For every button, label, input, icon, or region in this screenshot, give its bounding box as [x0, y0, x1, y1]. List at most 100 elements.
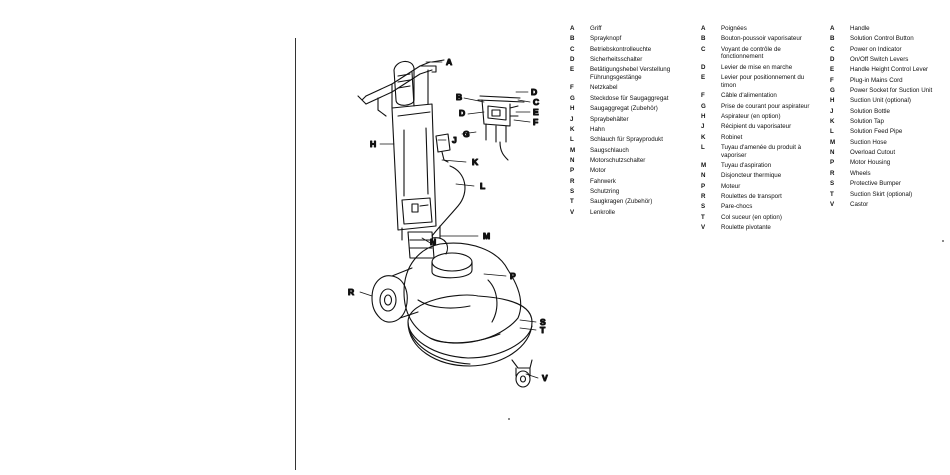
lower-column: [401, 225, 449, 259]
legend-item: L Solution Feed Pipe: [830, 128, 948, 136]
castor: [511, 359, 533, 388]
legend-key: A: [830, 25, 835, 32]
callout-D: D: [459, 108, 465, 118]
legend-text: Spraybehälter: [590, 115, 629, 123]
legend-text: Castor: [850, 200, 869, 208]
legend-key: A: [701, 25, 706, 32]
legend-key: P: [830, 159, 835, 167]
legend-text: Griff: [590, 25, 602, 32]
legend-key: N: [830, 149, 835, 157]
legend-text: Saugaggregat (Zubehör): [590, 105, 658, 113]
legend-key: B: [701, 35, 706, 43]
legend-key: V: [830, 200, 835, 208]
legend-key: C: [701, 45, 706, 53]
legend-text: Tuyau d'aspiration: [721, 162, 772, 170]
callout-V: V: [542, 373, 548, 383]
speck: [508, 418, 510, 420]
callout-M: M: [483, 231, 490, 241]
legend-text: Moteur: [721, 182, 741, 190]
legend-key: S: [701, 203, 706, 211]
legend-key: G: [701, 102, 706, 110]
floor-machine-drawing: A B D D C E F H J G K L N M P R S T V: [347, 56, 549, 388]
legend-text: Robinet: [721, 133, 743, 141]
legend-text: Roulettes de transport: [721, 193, 782, 201]
legend-item: G Power Socket for Suction Unit: [830, 87, 948, 95]
callout-C: C: [533, 97, 539, 107]
legend-key: S: [830, 180, 835, 188]
legend-text: Motorschutzschalter: [590, 156, 646, 164]
callout-H: H: [370, 139, 376, 149]
legend-key: F: [570, 84, 574, 92]
legend-key: L: [830, 128, 834, 136]
legend-text: Protective Bumper: [850, 180, 901, 188]
legend-key: G: [570, 94, 575, 102]
legend-text: Solution Control Button: [850, 35, 914, 43]
legend-text: Netzkabel: [590, 84, 618, 92]
legend-item: F Netzkabel: [570, 84, 685, 92]
legend-text: Betätigungshebel Verstellung Führungsges…: [590, 66, 671, 82]
legend-text: Sicherheitsschalter: [590, 56, 643, 64]
legend-text: Power Socket for Suction Unit: [850, 87, 933, 95]
legend-key: H: [830, 97, 835, 105]
legend-text: Steckdose für Saugaggregat: [590, 94, 669, 102]
legend-item: A Griff: [570, 25, 685, 33]
legend-text: Récipient du vaporisateur: [721, 123, 792, 131]
legend-text: On/Off Switch Levers: [850, 56, 909, 64]
legend-key: G: [830, 87, 835, 95]
legend-text: Poignées: [721, 25, 747, 32]
legend-text: Solution Tap: [850, 118, 884, 126]
legend-key: S: [570, 187, 575, 195]
legend-text: Pare-chocs: [721, 203, 753, 211]
legend-text: Fahrwerk: [590, 177, 616, 185]
legend-item: P Motor Housing: [830, 159, 948, 167]
legend-text: Col suceur (en option): [721, 213, 782, 221]
legend-text: Solution Feed Pipe: [850, 128, 903, 136]
legend-text: Handle: [850, 25, 870, 32]
callout-S: S: [540, 317, 546, 327]
legend-key: K: [701, 133, 706, 141]
legend-item: B Bouton-poussoir vaporisateur: [701, 35, 811, 43]
legend-key: C: [570, 45, 575, 53]
callout-P: P: [510, 271, 516, 281]
legend-key: D: [701, 63, 706, 71]
legend-text: Bouton-poussoir vaporisateur: [721, 35, 802, 43]
legend-key: A: [570, 25, 575, 32]
legend-key: N: [570, 156, 575, 164]
legend-text: Motor Housing: [850, 159, 891, 167]
legend-key: M: [701, 162, 707, 170]
legend-item: S Protective Bumper: [830, 180, 948, 188]
legend-key: K: [830, 118, 835, 126]
legend-key: F: [830, 76, 834, 84]
suction-unit-body: [391, 103, 437, 231]
legend-key: B: [830, 35, 835, 43]
callout-J: J: [452, 135, 457, 145]
legend-key: H: [570, 105, 575, 113]
legend-key: K: [570, 125, 575, 133]
legend-item: J Spraybehälter: [570, 116, 685, 124]
legend-text: Levier de mise en marche: [721, 63, 793, 71]
legend-key: J: [570, 115, 574, 123]
legend-key: V: [701, 224, 706, 232]
legend-item: B Solution Control Button: [830, 35, 948, 43]
legend-key: R: [830, 169, 835, 177]
